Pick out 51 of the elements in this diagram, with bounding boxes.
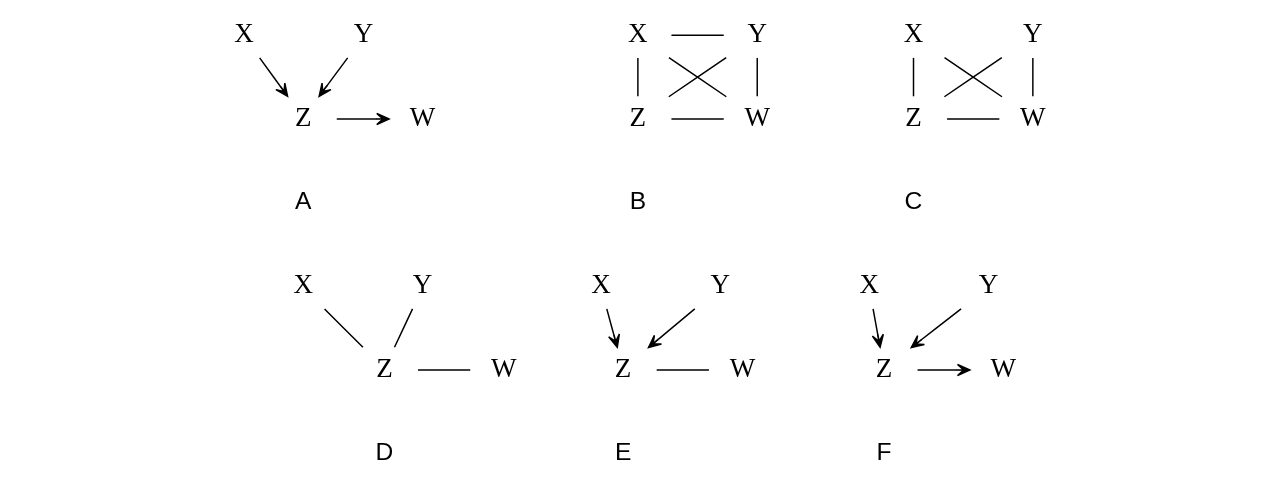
connector — [756, 57, 758, 98]
arrow — [916, 363, 971, 377]
node-text: Z — [375, 352, 393, 383]
arrow — [871, 308, 884, 349]
connector — [655, 369, 710, 371]
node-text: Y — [978, 269, 998, 300]
connector — [667, 56, 727, 98]
node-text: W — [743, 101, 770, 132]
arrow — [647, 308, 695, 349]
node-text: Z — [614, 352, 631, 383]
arrow — [910, 308, 962, 349]
connector — [670, 34, 724, 37]
label: D — [375, 437, 393, 465]
label: A — [294, 186, 311, 214]
node-text: X — [903, 18, 923, 49]
node-text: W — [1019, 101, 1046, 132]
node-text: Y — [353, 18, 373, 49]
connector — [670, 118, 724, 120]
node-text: X — [858, 269, 879, 300]
connector — [416, 369, 471, 371]
node-text: Y — [710, 269, 730, 300]
node-text: Y — [1022, 18, 1043, 49]
node-text: W — [409, 101, 435, 132]
label: E — [614, 437, 631, 465]
node-text: X — [627, 18, 648, 49]
node-text: W — [729, 352, 755, 383]
node-text: X — [233, 18, 254, 49]
node-text: Z — [294, 101, 311, 132]
node-text: X — [590, 269, 611, 300]
node-text: Z — [904, 101, 922, 132]
connector — [945, 118, 1000, 120]
node-text: Z — [629, 101, 646, 132]
node-text: Z — [875, 352, 892, 383]
label: C — [904, 186, 922, 214]
node-text: X — [292, 269, 313, 300]
label: B — [629, 186, 646, 214]
connector — [1031, 57, 1034, 98]
connector — [323, 308, 364, 349]
node-text: W — [990, 352, 1016, 383]
connector — [912, 57, 914, 98]
connector — [393, 308, 413, 349]
arrow — [605, 308, 620, 349]
arrow — [258, 57, 288, 98]
arrow — [335, 112, 390, 126]
label: F — [875, 437, 891, 465]
arrow — [317, 57, 348, 98]
node-text: Y — [412, 269, 432, 300]
connector — [636, 57, 639, 98]
connector — [943, 56, 1003, 98]
node-text: W — [490, 352, 517, 383]
node-text: Y — [746, 18, 767, 49]
